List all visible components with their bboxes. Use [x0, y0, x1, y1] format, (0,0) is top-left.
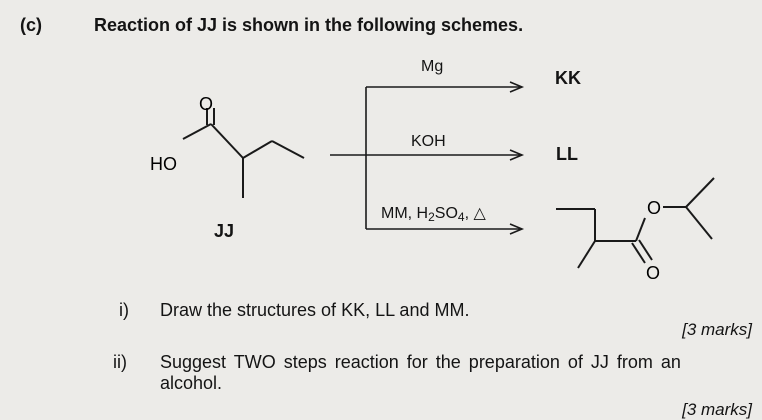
item-ii-marks: [3 marks] [682, 400, 752, 419]
reagent-mg: Mg [421, 58, 444, 75]
product-kk: KK [555, 68, 581, 88]
item-ii-text-line1: Suggest TWO steps reaction for the prepa… [160, 352, 681, 372]
ester-ether-o: O [647, 198, 661, 218]
arrowhead-ll [509, 149, 525, 161]
jj-hydroxyl: HO [150, 154, 177, 174]
reaction-scheme: O HO O O [150, 81, 715, 283]
bond-c2-c3 [210, 123, 244, 159]
jj-carbonyl-o: O [199, 94, 213, 114]
question-intro: Reaction of JJ is shown in the following… [94, 15, 524, 35]
reactant-jj-label: JJ [214, 221, 235, 241]
item-ii-number: ii) [113, 352, 127, 372]
product-ll: LL [556, 144, 578, 164]
bond-ch-me2 [685, 206, 713, 240]
scheme-lines [330, 81, 525, 235]
bond-co-b [638, 239, 653, 261]
bond-ch-me1 [685, 177, 715, 208]
bond-c4-c5 [271, 140, 305, 159]
bond-e-methyl [577, 240, 596, 269]
item-i-number: i) [119, 300, 129, 320]
item-ii-text-line2: alcohol. [160, 373, 223, 393]
arrowhead-kk [509, 81, 525, 93]
reagent-koh: KOH [411, 133, 446, 150]
reagent-mm: MM, H2SO4, △ [381, 205, 486, 224]
ester-carbonyl-o: O [646, 263, 660, 283]
jj-structure [182, 108, 305, 198]
arrowhead-ester [509, 223, 525, 235]
ester-structure [556, 177, 715, 269]
bond-c3-c4 [242, 140, 273, 159]
item-i-marks: [3 marks] [682, 320, 752, 339]
part-label: (c) [20, 15, 42, 35]
bond-e-o-ether [635, 217, 646, 242]
bond-co-a [631, 242, 646, 264]
bond-c1-c2 [182, 123, 212, 140]
item-i-text: Draw the structures of KK, LL and MM. [160, 300, 470, 320]
